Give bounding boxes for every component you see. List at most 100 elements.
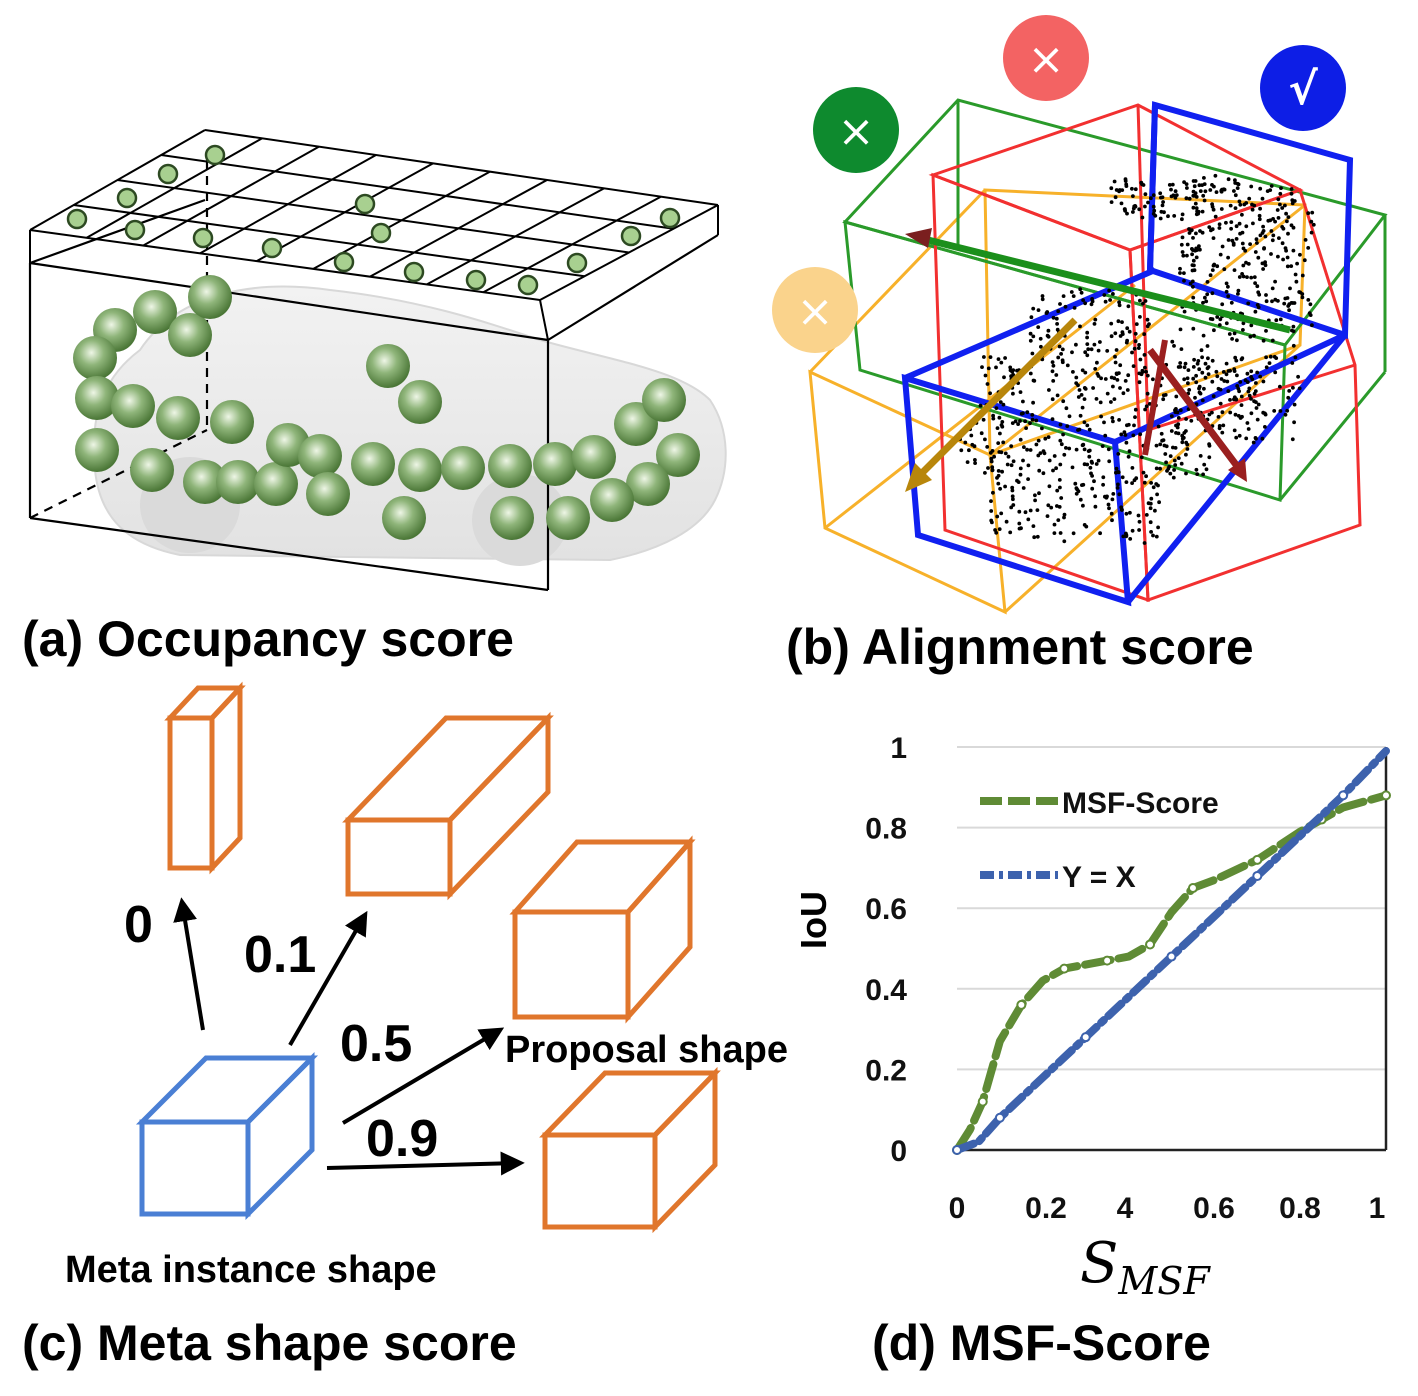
cloud-point — [1267, 361, 1272, 365]
cloud-point — [1201, 300, 1205, 305]
cloud-point — [1095, 372, 1100, 376]
cloud-point — [1270, 286, 1275, 291]
cloud-point — [1291, 248, 1296, 253]
cloud-point — [1194, 195, 1199, 199]
cloud-point — [1078, 497, 1083, 502]
cloud-point — [1203, 361, 1208, 366]
cuboid-side — [245, 1051, 315, 1221]
cloud-point — [1021, 458, 1025, 463]
cloud-point — [1221, 423, 1226, 428]
cloud-point — [1203, 189, 1208, 194]
cloud-point — [1173, 408, 1177, 412]
cloud-point — [1201, 193, 1206, 198]
cloud-point — [1018, 472, 1023, 477]
cloud-point — [1279, 186, 1283, 191]
cloud-point — [1244, 260, 1248, 265]
cloud-point — [1145, 317, 1150, 322]
cloud-point — [1229, 220, 1234, 225]
cloud-point — [1210, 268, 1215, 272]
legend-label: Y = X — [1062, 861, 1136, 894]
y-tick-label: 0 — [890, 1135, 907, 1168]
cloud-point — [1156, 525, 1160, 530]
cloud-point — [1255, 370, 1260, 375]
cloud-point — [1254, 381, 1258, 385]
cloud-point — [1120, 320, 1124, 324]
cloud-point — [1043, 436, 1048, 441]
cloud-point — [1232, 395, 1237, 400]
cloud-point — [1151, 377, 1155, 382]
cloud-point — [1280, 206, 1285, 210]
grid-point — [66, 208, 88, 230]
cloud-point — [965, 460, 970, 464]
cloud-point — [989, 499, 993, 503]
cloud-point — [1283, 203, 1287, 208]
cloud-point — [1029, 315, 1034, 320]
cloud-point — [1257, 213, 1262, 218]
cloud-point — [1024, 426, 1028, 430]
cloud-point — [1203, 295, 1207, 300]
cloud-point — [1191, 189, 1196, 194]
cloud-point — [1244, 436, 1249, 441]
cloud-point — [1086, 347, 1091, 352]
cloud-point — [1282, 301, 1287, 306]
cloud-point — [1111, 292, 1115, 296]
cloud-point — [1011, 497, 1015, 502]
cloud-point — [1010, 421, 1015, 425]
check-icon: √ — [1288, 64, 1318, 115]
cloud-point — [1113, 195, 1118, 200]
cloud-point — [1081, 503, 1085, 508]
cloud-point — [1028, 338, 1033, 343]
cloud-point — [1009, 444, 1014, 448]
cloud-point — [1120, 332, 1125, 336]
cloud-point — [1004, 519, 1009, 524]
cloud-point — [1227, 332, 1232, 336]
cloud-point — [1197, 183, 1202, 188]
cloud-point — [1286, 395, 1291, 400]
cloud-point — [1228, 398, 1232, 402]
grid-point — [566, 252, 588, 274]
cloud-point — [1197, 367, 1202, 372]
cloud-point — [1079, 290, 1084, 295]
cloud-point — [1261, 379, 1266, 384]
cloud-point — [1128, 537, 1133, 541]
cloud-point — [1193, 201, 1198, 206]
cloud-point — [1269, 229, 1274, 233]
occupied-voxel-sphere — [488, 444, 532, 488]
cube-proposal-cuboid — [509, 835, 696, 1024]
cloud-point — [1224, 361, 1229, 366]
cloud-point — [1226, 284, 1230, 289]
cloud-point — [1233, 412, 1238, 417]
cloud-point — [1160, 203, 1165, 208]
grid-line — [204, 129, 719, 206]
cloud-point — [1169, 414, 1174, 418]
cloud-point — [1240, 241, 1245, 246]
cloud-point — [1164, 460, 1168, 465]
data-point — [977, 1096, 988, 1107]
cloud-point — [999, 450, 1004, 455]
cloud-point — [1130, 528, 1135, 533]
cloud-point — [985, 382, 990, 386]
cloud-point — [1136, 513, 1141, 518]
cloud-point — [1117, 418, 1121, 422]
cloud-point — [1138, 315, 1142, 319]
cloud-point — [1144, 369, 1148, 374]
cloud-point — [1075, 487, 1080, 492]
cloud-point — [1146, 200, 1150, 205]
cloud-point — [1210, 291, 1215, 296]
cloud-point — [1286, 304, 1291, 308]
x-tick-label: 0.8 — [1279, 1192, 1321, 1225]
cloud-point — [1098, 531, 1102, 536]
x-tick-label: 0.6 — [1193, 1192, 1235, 1225]
cloud-point — [1185, 447, 1190, 451]
cloud-point — [1233, 181, 1238, 185]
cloud-point — [1115, 486, 1120, 490]
cloud-point — [1155, 492, 1159, 497]
cloud-point — [1246, 301, 1251, 306]
cloud-point — [1191, 193, 1196, 198]
cloud-point — [1232, 331, 1237, 336]
occupied-voxel-sphere — [626, 462, 670, 506]
cloud-point — [1194, 206, 1199, 211]
cloud-point — [1278, 409, 1283, 413]
cloud-point — [1300, 273, 1305, 278]
